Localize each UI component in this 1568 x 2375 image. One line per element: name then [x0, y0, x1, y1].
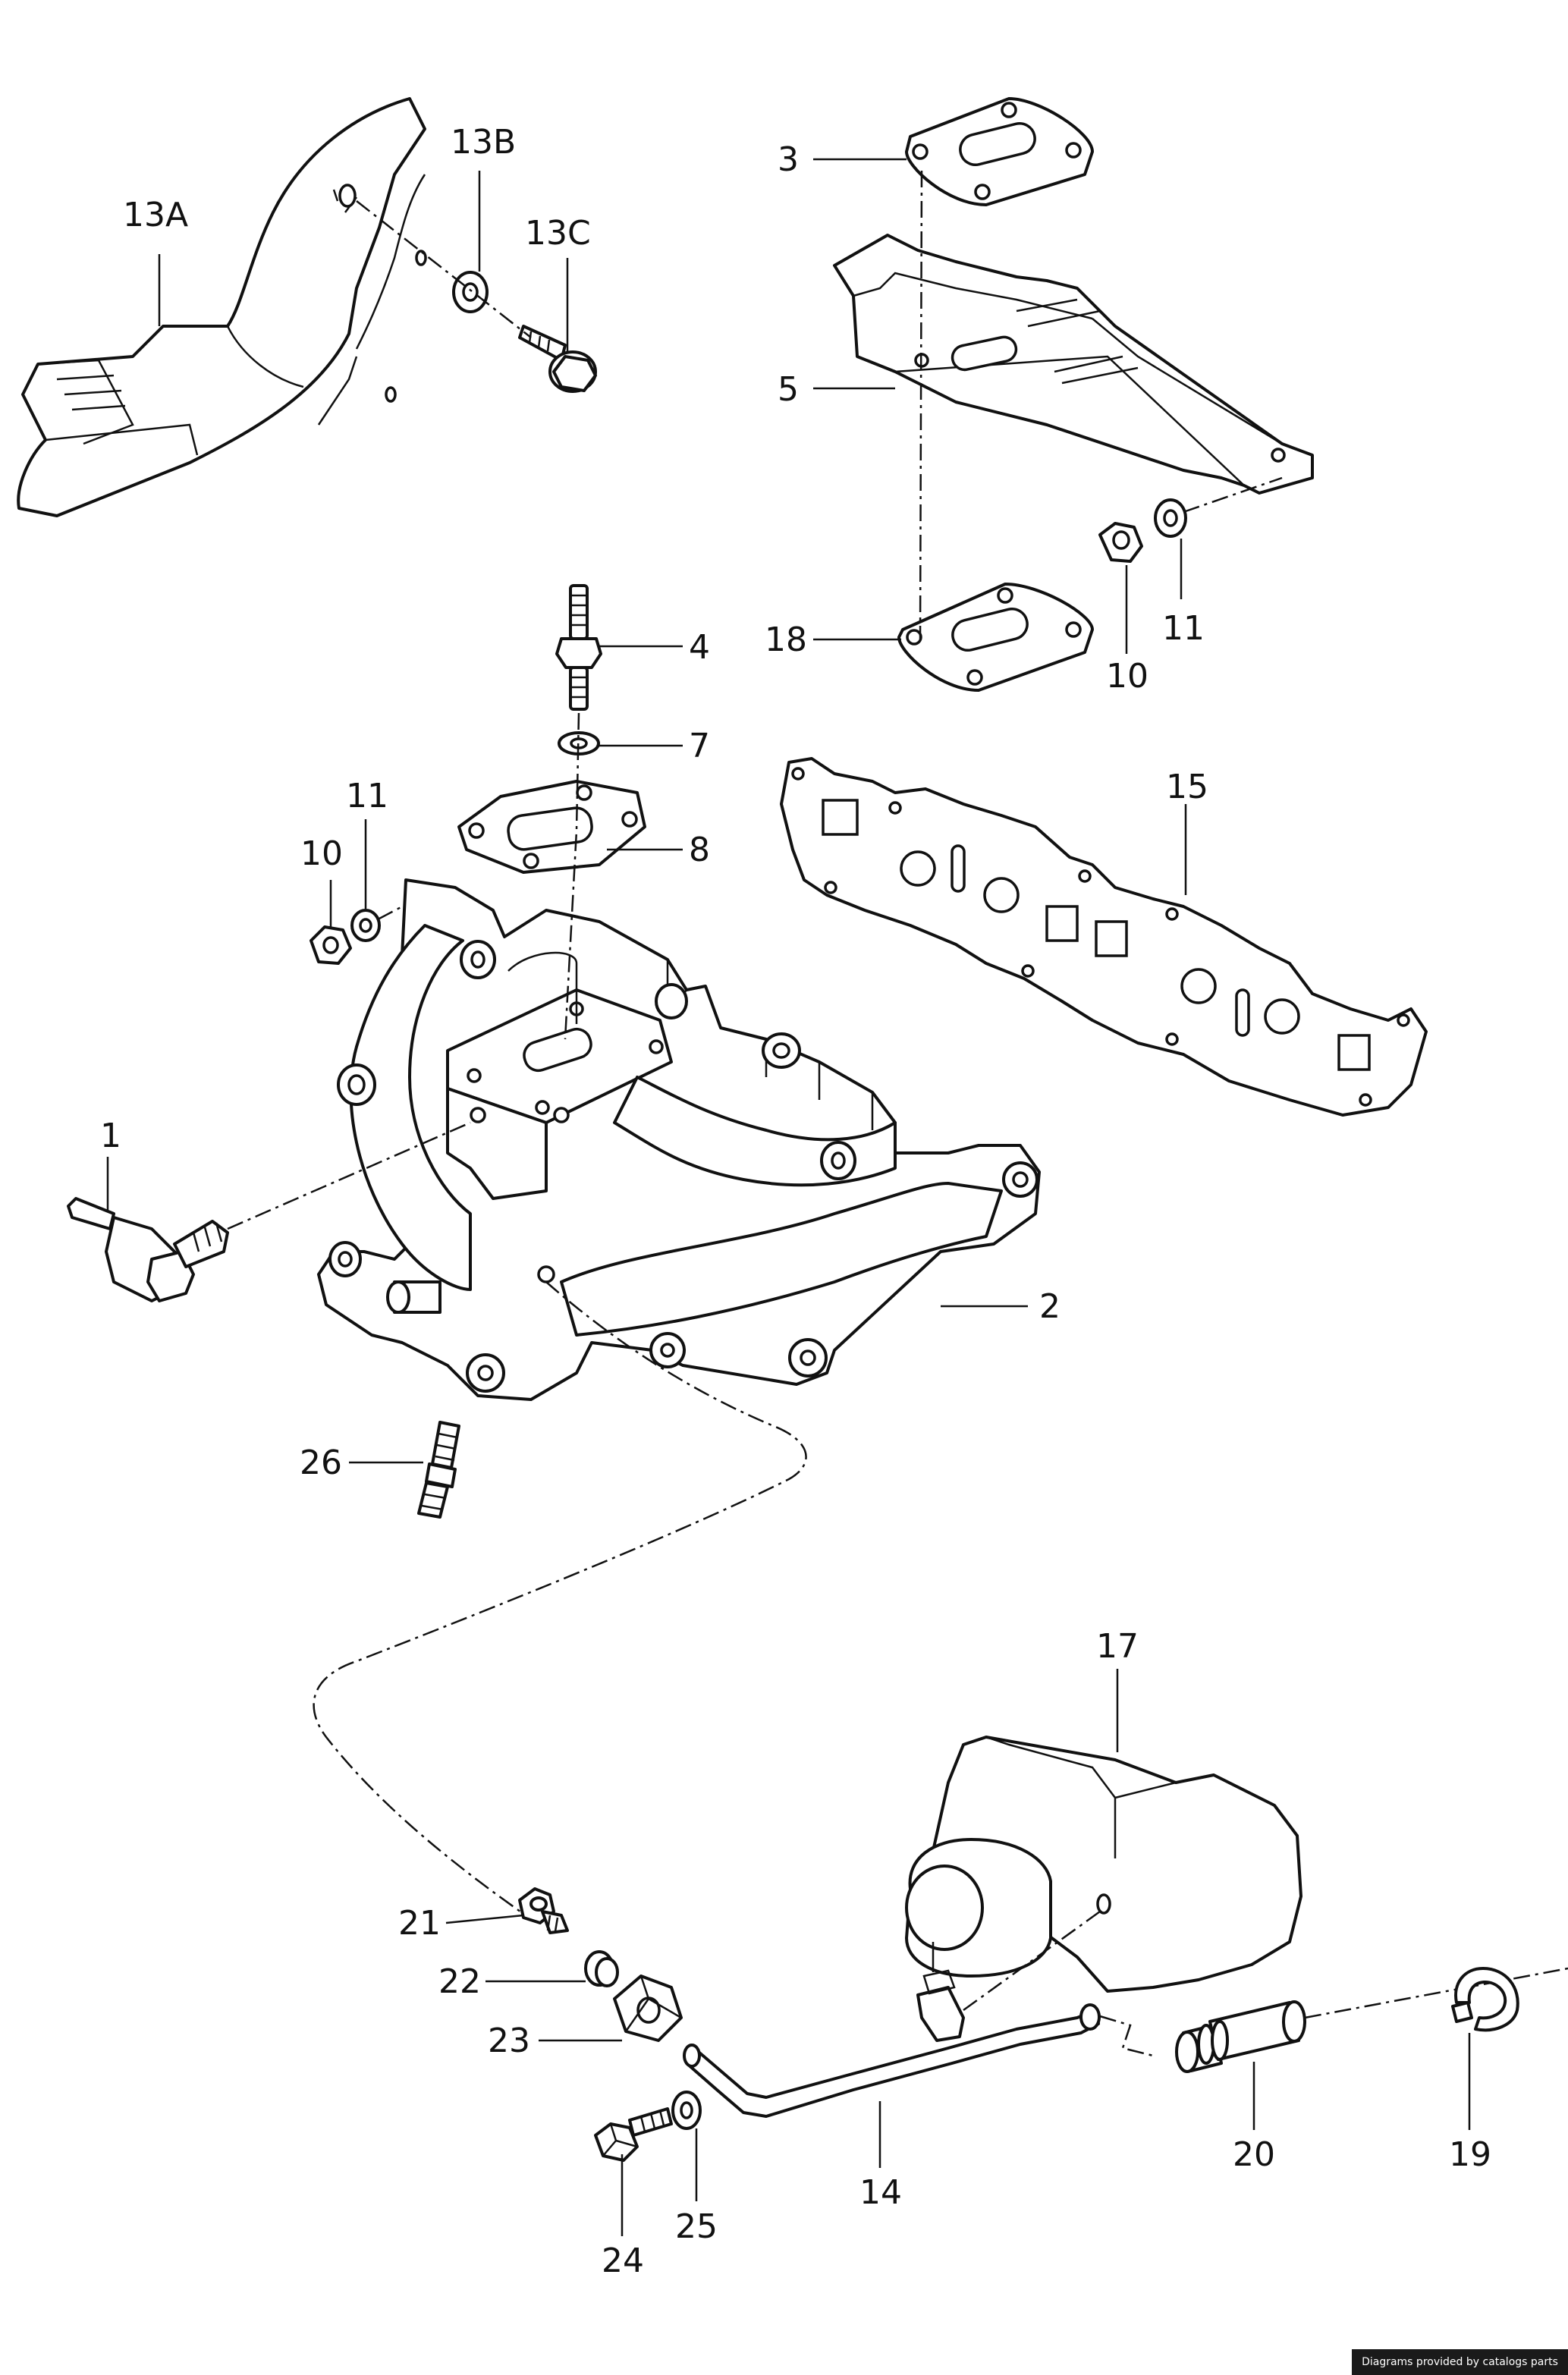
callout-10-left: 10 — [300, 834, 343, 873]
axis-line-routing — [313, 1281, 807, 1921]
callout-8: 8 — [689, 831, 710, 869]
part-22-olive — [584, 1950, 619, 1987]
callout-13b: 13B — [451, 123, 516, 162]
callout-26: 26 — [300, 1444, 342, 1482]
part-18-gasket — [897, 583, 1094, 692]
part-1-fitting — [67, 1197, 229, 1302]
callout-23: 23 — [488, 2022, 530, 2060]
callout-22: 22 — [438, 1962, 481, 2001]
callout-10-upper: 10 — [1106, 657, 1149, 696]
part-26-stud — [417, 1421, 460, 1519]
callout-19: 19 — [1449, 2135, 1491, 2174]
callout-11-upper: 11 — [1162, 609, 1205, 648]
callout-25: 25 — [675, 2207, 718, 2246]
leader-lines — [106, 158, 1471, 2236]
callout-13a: 13A — [123, 196, 188, 234]
part-23-nut — [613, 1974, 683, 2042]
part-21-fitting — [518, 1887, 569, 1934]
part-17-silencer — [905, 1736, 1302, 1993]
callout-14: 14 — [859, 2173, 902, 2212]
part-11-washer-left — [350, 909, 381, 942]
axis-line-1 — [227, 1121, 471, 1230]
callout-17: 17 — [1096, 1627, 1139, 1666]
part-13b-washer — [452, 271, 489, 313]
part-2-exhaust-manifold — [317, 878, 1041, 1401]
callout-20: 20 — [1233, 2135, 1275, 2174]
callout-5: 5 — [778, 370, 799, 409]
axis-line-3-5-18 — [919, 170, 923, 642]
footer-credit: Diagrams provided by catalogs parts — [1352, 2349, 1568, 2375]
axis-line-13 — [356, 200, 532, 338]
part-10-nut-upper — [1098, 522, 1143, 563]
axis-line-14-17 — [963, 1910, 1101, 2012]
callout-18: 18 — [765, 620, 807, 659]
callout-15: 15 — [1166, 768, 1208, 806]
axis-line-4-7-8 — [564, 712, 580, 1040]
callout-1: 1 — [100, 1117, 121, 1155]
part-4-stud — [555, 584, 602, 711]
callout-13c: 13C — [525, 214, 591, 253]
callout-24: 24 — [602, 2241, 644, 2280]
part-3-gasket — [905, 97, 1094, 206]
axis-line-14-20 — [1099, 2015, 1154, 2057]
callout-3: 3 — [778, 140, 799, 179]
callout-4: 4 — [689, 628, 710, 667]
callout-7: 7 — [689, 727, 710, 765]
callout-2: 2 — [1039, 1287, 1061, 1326]
part-19-clamp — [1451, 1967, 1519, 2032]
callout-labels: 13A 13B 13C 3 5 18 10 11 4 7 8 10 11 15 … — [100, 123, 1491, 2280]
part-8-gasket — [457, 780, 646, 874]
part-25-washer — [671, 2091, 702, 2130]
callout-11-left: 11 — [346, 777, 388, 815]
part-13a-heat-shield — [17, 97, 427, 517]
part-11-washer-upper — [1154, 498, 1187, 538]
part-20-connector — [1175, 2000, 1306, 2073]
axis-line-10-11-left — [377, 901, 410, 921]
part-24-bolt — [594, 2107, 673, 2162]
part-13c-screw — [518, 325, 597, 393]
axis-line-20-19 — [1304, 1967, 1568, 2019]
part-5-heat-shield — [833, 234, 1314, 495]
callout-21: 21 — [398, 1904, 441, 1943]
part-15-manifold-gasket — [780, 757, 1428, 1117]
part-10-nut-left — [310, 925, 352, 965]
part-14-pipe — [683, 1942, 1101, 2118]
